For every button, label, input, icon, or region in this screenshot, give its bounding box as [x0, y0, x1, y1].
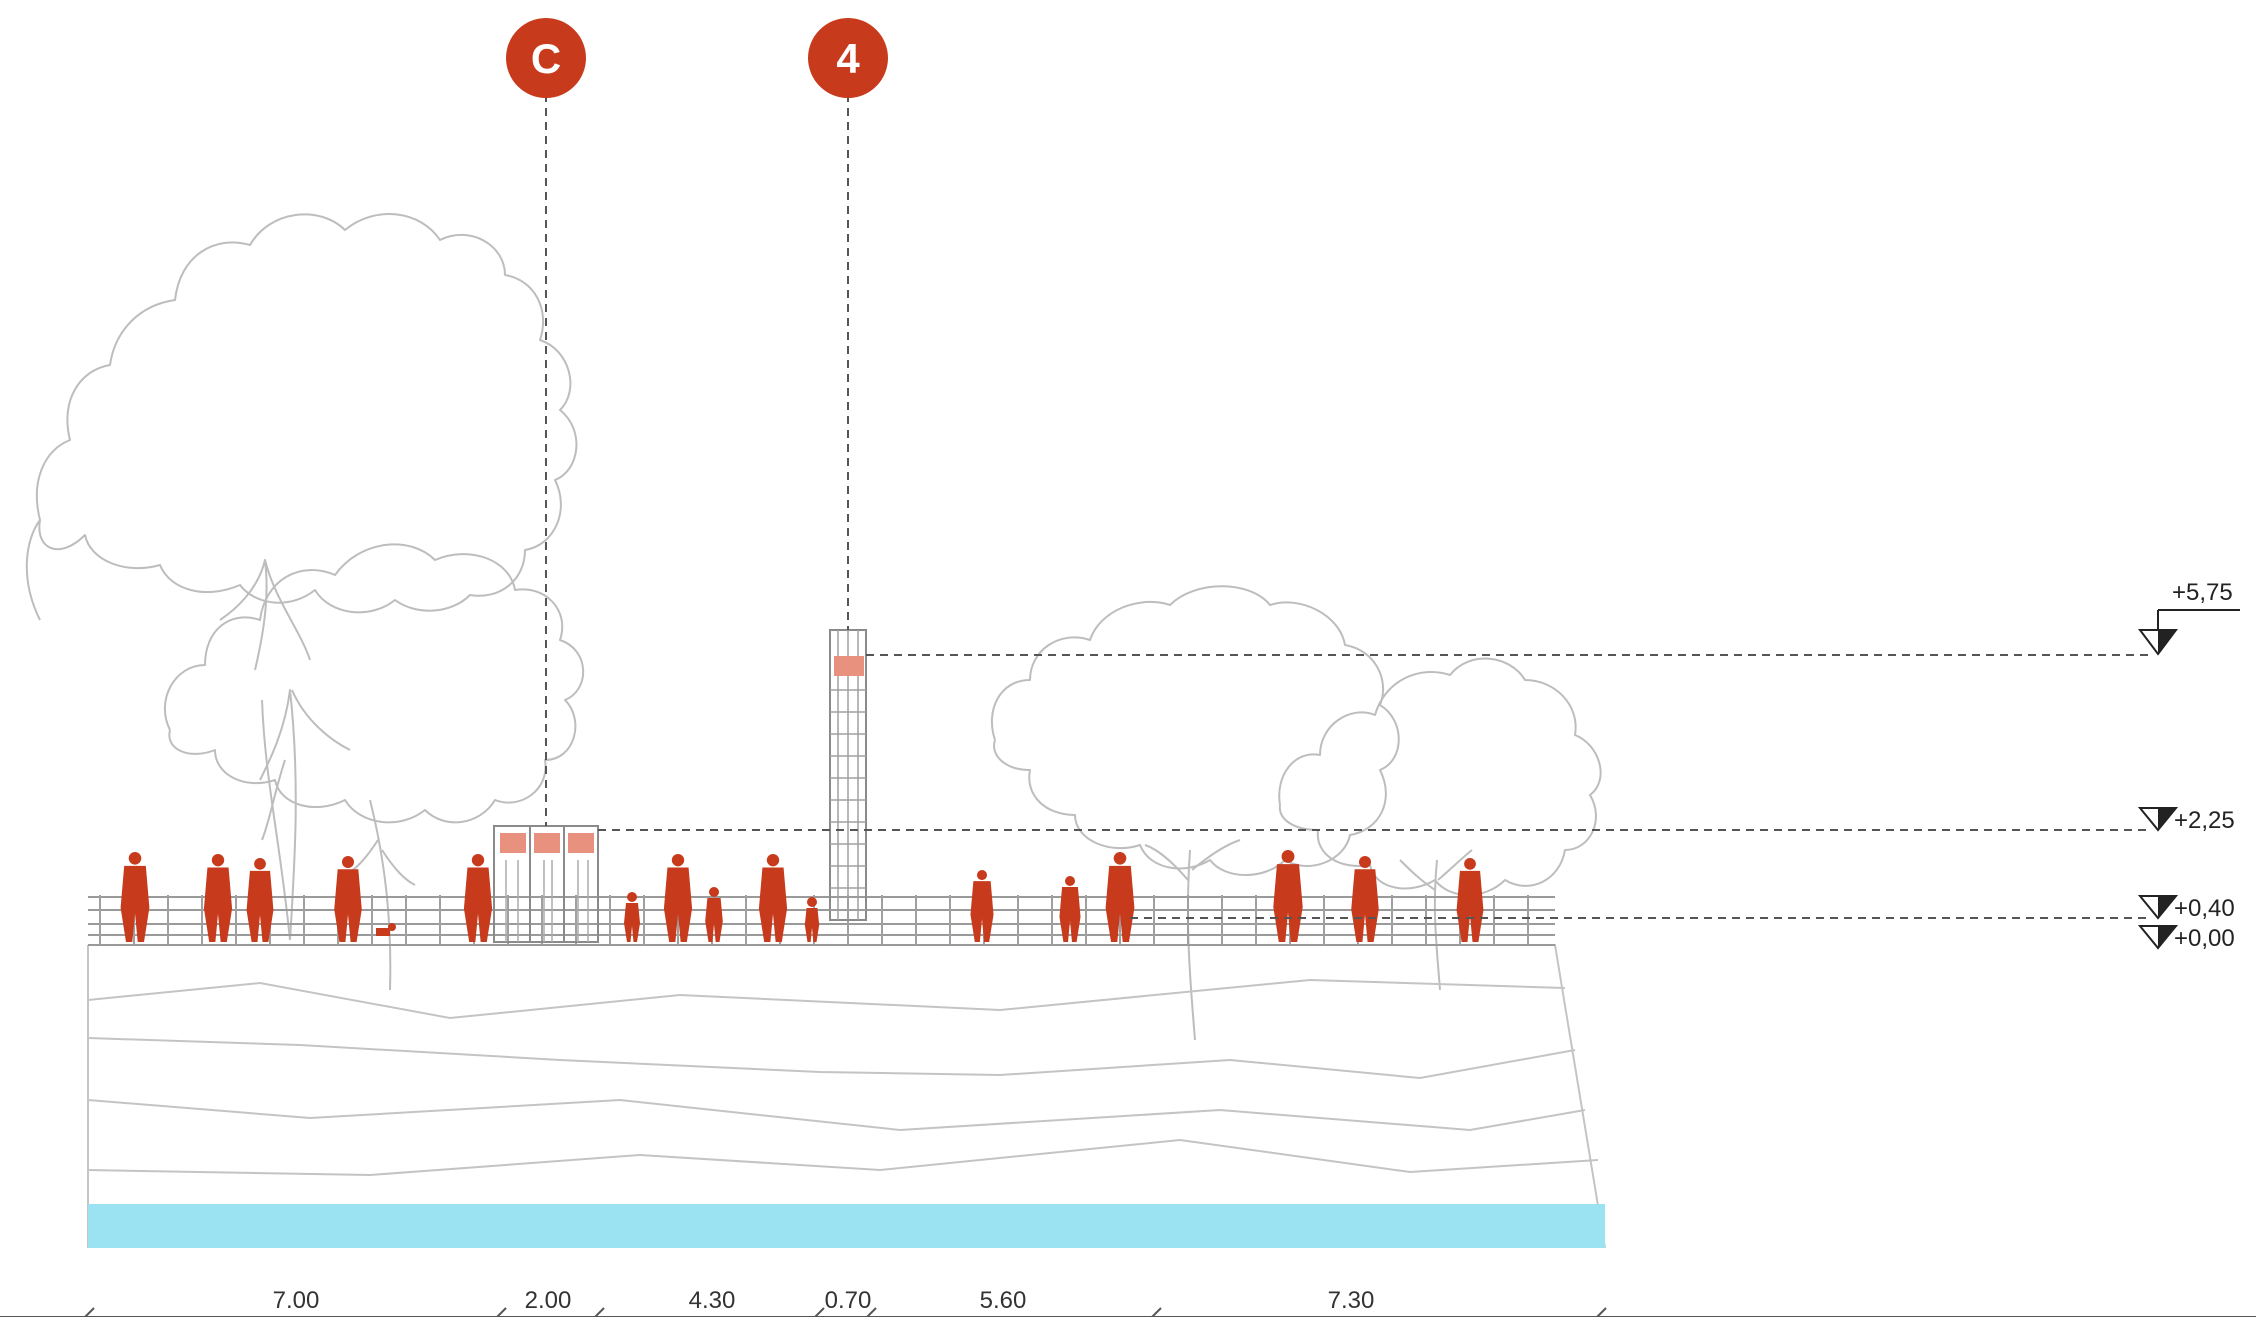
dimension-label-4: 0.70 — [825, 1287, 872, 1314]
people-silhouettes — [120, 850, 1484, 942]
dimension-label-1: 7.00 — [273, 1287, 320, 1314]
level-marker-000: +0,00 — [2137, 925, 2235, 952]
structure-c-panel-3 — [568, 833, 594, 853]
person-silhouette — [1273, 850, 1303, 942]
person-silhouette — [120, 852, 150, 942]
tree-crown-right-a — [990, 585, 1400, 876]
marker-c-circle — [506, 18, 586, 98]
dimension-label-2: 2.00 — [525, 1287, 572, 1314]
person-silhouette — [970, 870, 994, 942]
dimension-label-5: 5.60 — [980, 1287, 1027, 1314]
dimension-ticks — [83, 1307, 1607, 1317]
person-silhouette — [624, 892, 640, 942]
structure-c-panel-1 — [500, 833, 526, 853]
marker-4-label: 4 — [836, 35, 860, 82]
tree-trunk-right-a — [1144, 839, 1241, 1041]
level-label-040: +0,40 — [2174, 895, 2235, 922]
person-silhouette — [246, 858, 274, 942]
person-silhouette — [758, 854, 788, 942]
level-markers: +5,75 +2,25 +0,40 +0,00 — [2137, 579, 2240, 952]
dimension-label-6: 7.30 — [1328, 1287, 1375, 1314]
dimension-line: 7.00 2.00 4.30 0.70 5.60 7.30 — [0, 1287, 2256, 1317]
level-label-225: +2,25 — [2174, 807, 2235, 834]
promenade-railing — [88, 895, 1555, 946]
structure-c-canopy — [493, 825, 599, 943]
level-label-575: +5,75 — [2172, 579, 2233, 606]
tree-trunk-mid-left — [259, 689, 351, 941]
person-silhouette — [1351, 856, 1379, 942]
person-silhouette — [1456, 858, 1484, 942]
person-silhouette — [334, 856, 362, 942]
soil-line-2 — [87, 1037, 1576, 1080]
person-silhouette — [1059, 876, 1081, 942]
tree-crown-right-b — [1278, 657, 1602, 896]
person-silhouette — [463, 854, 493, 942]
dog-silhouette — [376, 923, 396, 936]
water-band — [88, 1204, 1605, 1248]
soil-line-1 — [87, 978, 1566, 1020]
tree-crown-mid-left — [164, 543, 585, 824]
tree-crown-large-left — [25, 213, 578, 621]
tower-rungs — [830, 689, 866, 911]
person-silhouette — [203, 854, 233, 942]
soil-line-4 — [87, 1138, 1599, 1177]
level-label-000: +0,00 — [2174, 925, 2235, 952]
marker-group-4: 4 — [808, 18, 888, 630]
structure-4-panel — [834, 656, 864, 676]
level-marker-040: +0,40 — [2137, 895, 2235, 922]
tree-trunk-large-left — [219, 559, 311, 941]
structure-c-panel-2 — [534, 833, 560, 853]
dimension-label-3: 4.30 — [689, 1287, 736, 1314]
structure-4-tower — [829, 629, 867, 921]
level-guides — [598, 654, 2150, 919]
marker-4-circle — [808, 18, 888, 98]
marker-c-label: C — [531, 35, 561, 82]
level-marker-225: +2,25 — [2137, 807, 2235, 834]
marker-group-c: C — [506, 18, 586, 826]
person-silhouette — [705, 887, 723, 942]
level-marker-575: +5,75 — [2138, 579, 2240, 656]
person-silhouette — [663, 854, 693, 942]
person-silhouette — [1105, 852, 1135, 942]
embankment-outline — [88, 944, 1606, 1249]
soil-layers — [87, 944, 1606, 1249]
soil-line-3 — [87, 1098, 1586, 1132]
tree-outlines — [25, 213, 1602, 1041]
person-silhouette — [804, 897, 820, 942]
tree-trunk-right-b — [1399, 849, 1473, 991]
